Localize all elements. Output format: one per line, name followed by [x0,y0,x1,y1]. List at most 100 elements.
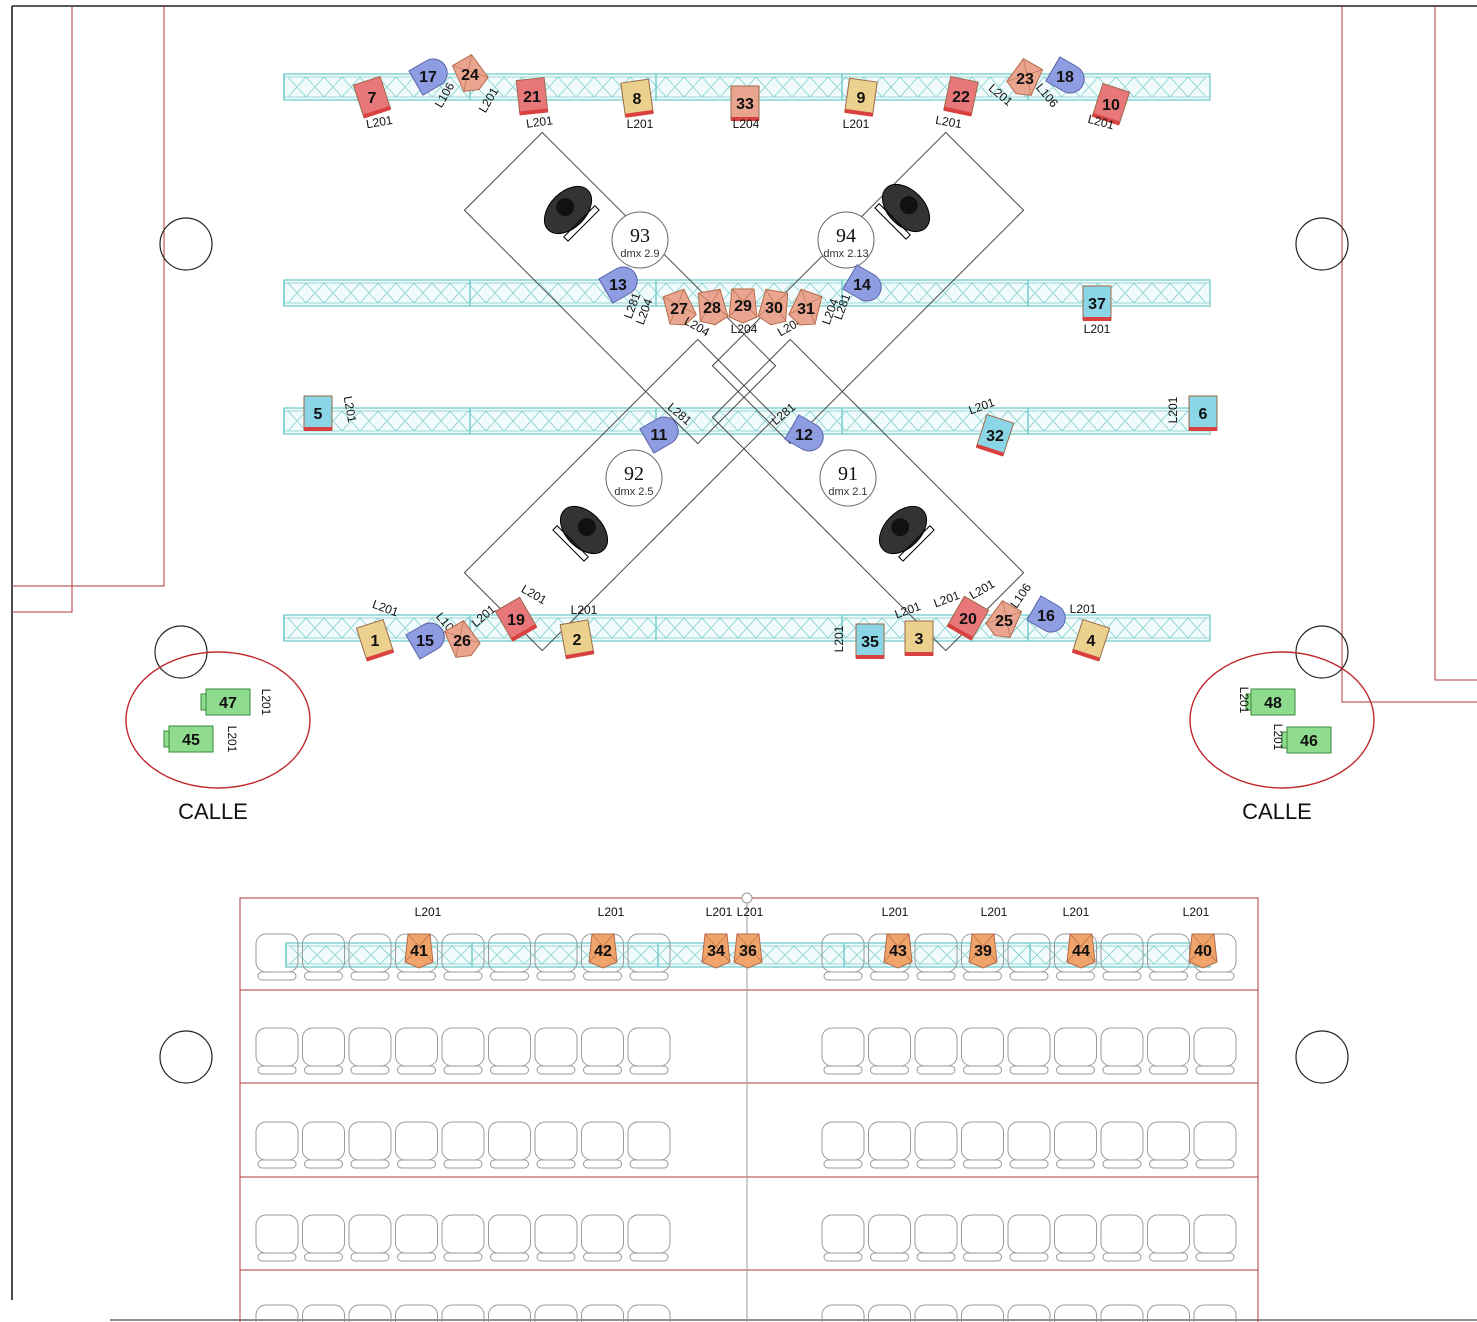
dmx-circle [817,211,875,269]
fixture-number: 10 [1102,97,1120,114]
fixture-gel-label: L201 [598,905,625,919]
fixture-body-icon [975,413,1015,457]
dmx-circle [605,449,663,507]
fixture-number: 34 [707,943,725,960]
fixture-body-icon [404,933,434,969]
seat [441,1027,485,1075]
fixture-body-icon [598,266,638,304]
dmx-address: dmx 2.13 [823,248,868,260]
fixture-body-icon [788,288,823,326]
seat [488,933,531,981]
fixture-gel-label: L204 [731,322,758,336]
seat [348,933,392,981]
seat [581,1214,624,1262]
dmx-address: dmx 2.9 [620,248,659,260]
fixture-gel-label: L201 [737,905,764,919]
fixture-body-icon [405,622,445,660]
fixture-number: 4 [1087,633,1096,650]
seat [821,1214,865,1262]
wall-line [1434,6,1477,681]
seat [255,1027,299,1075]
fixture-number: 29 [734,298,752,315]
performer-number: 94 [836,225,856,247]
performer-number: 92 [624,463,644,485]
fixture-body-icon [904,620,934,656]
fixture-number: 11 [651,427,668,444]
fixture-body-icon [639,416,679,454]
performer-figure-icon [552,505,609,562]
fixture-body-icon [352,75,392,119]
seat [1193,1027,1237,1075]
seat [534,933,578,981]
fixture-number: 5 [314,406,323,423]
venue-walls [11,5,1477,1321]
performer-figure-icon [874,183,931,240]
seat [534,1027,578,1075]
dmx-circle [611,211,669,269]
seat [441,933,485,981]
wall-line [12,6,73,613]
seat [961,1027,1004,1075]
trusses [283,73,1211,968]
seat [961,1121,1004,1169]
seat [348,1304,392,1322]
fixture-number: 41 [410,943,428,960]
seat [488,1214,531,1262]
seat [255,1304,299,1322]
column [1295,1030,1349,1084]
fixture-body-icon [355,618,395,662]
fixture-number: 26 [453,633,471,650]
seat [1147,1214,1190,1262]
fixture-body-icon [303,395,333,431]
fixture-number: 8 [633,91,642,108]
fixture-body-icon [451,53,489,92]
columns [125,217,1375,1084]
fixture-number: 24 [461,67,479,84]
seat [1100,1027,1144,1075]
column [154,625,208,679]
seat [488,1304,531,1322]
seat [821,1027,865,1075]
fixture-body-icon [662,288,697,326]
fixture-body-icon [728,288,758,324]
fixture-number: 47 [219,695,237,712]
fixture-body-icon [1245,688,1296,716]
